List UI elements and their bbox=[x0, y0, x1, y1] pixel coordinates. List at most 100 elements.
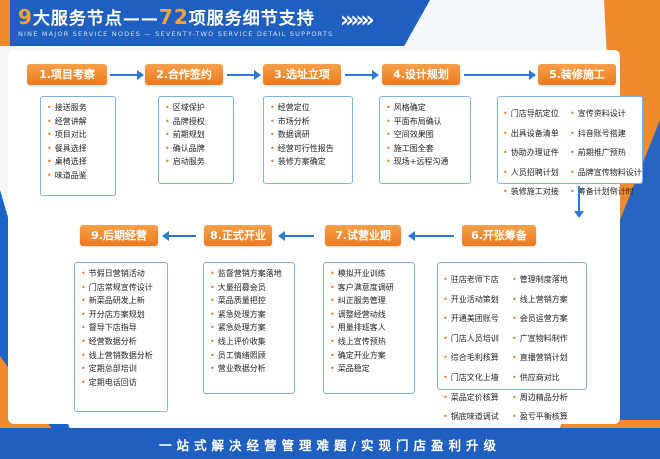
step-badge-4: 4.设计规划 bbox=[382, 64, 460, 85]
list-item: 综合毛利核算 bbox=[443, 351, 512, 365]
list-item: 出具设备清单 bbox=[503, 127, 570, 141]
list-item: 管理制度落地 bbox=[512, 273, 581, 287]
arrow-right-icon bbox=[464, 70, 536, 80]
title-part-2: 项服务细节支持 bbox=[188, 9, 315, 29]
list-item: 桌椅选择 bbox=[47, 155, 109, 169]
list-item: 确认品牌 bbox=[165, 142, 227, 156]
step-badge-2: 2.合作签约 bbox=[145, 64, 223, 85]
list-item: 督导下店指导 bbox=[81, 321, 161, 335]
list-item: 经营可行性报告 bbox=[270, 142, 346, 156]
list-item: 确定开业方案 bbox=[330, 349, 408, 363]
list-item: 广宣物料制作 bbox=[512, 332, 581, 346]
list-item: 员工情绪照顾 bbox=[210, 349, 288, 363]
step-7-box: 模拟开业训练 客户满意度调研 纠正服务管理 调整经营动线 用量排班客人 线上宣传… bbox=[323, 262, 415, 394]
list-item: 经营讲解 bbox=[47, 115, 109, 129]
header-bar bbox=[0, 0, 430, 46]
list-item: 抖音账号搭建 bbox=[570, 127, 637, 141]
list-item: 驻店老师下店 bbox=[443, 273, 512, 287]
list-item: 线上营销数据分析 bbox=[81, 349, 161, 363]
list-item: 菜品稳定 bbox=[330, 362, 408, 376]
list-item: 紧急处理方案 bbox=[210, 308, 288, 322]
list-item: 线上营销方案 bbox=[512, 293, 581, 307]
step-badge-7: 7.试营业期 bbox=[325, 225, 401, 246]
page-subtitle: NINE MAJOR SERVICE NODES — SEVENTY-TWO S… bbox=[18, 30, 334, 38]
list-item: 用量排班客人 bbox=[330, 321, 408, 335]
list-item: 空间效果图 bbox=[386, 128, 464, 142]
list-item: 定期电话回访 bbox=[81, 376, 161, 390]
list-item: 开分店方案规划 bbox=[81, 308, 161, 322]
list-item: 菜品质量把控 bbox=[210, 294, 288, 308]
list-item: 紧急处理方案 bbox=[210, 321, 288, 335]
arrow-right-icon bbox=[110, 70, 144, 80]
list-item: 前期推广预热 bbox=[570, 146, 637, 160]
list-item: 人员招聘计划 bbox=[503, 166, 570, 180]
list-item: 协助办理证件 bbox=[503, 146, 570, 160]
list-item: 区域保护 bbox=[165, 101, 227, 115]
list-item: 风格确定 bbox=[386, 101, 464, 115]
list-item: 盈亏平衡核算 bbox=[512, 410, 581, 424]
list-item: 会员运营方案 bbox=[512, 312, 581, 326]
list-item: 门店人员培训 bbox=[443, 332, 512, 346]
list-item: 新菜品研发上新 bbox=[81, 294, 161, 308]
list-item: 品牌授权 bbox=[165, 115, 227, 129]
footer-banner: 一站式解决经营管理难题/实现门店盈利升级 bbox=[0, 428, 660, 459]
step-2-box: 区域保护 品牌授权 前期规划 确认品牌 启动服务 bbox=[158, 96, 234, 184]
list-item: 门店导航定位 bbox=[503, 107, 570, 121]
list-item: 前期规划 bbox=[165, 128, 227, 142]
list-item: 经营定位 bbox=[270, 101, 346, 115]
chevron-right-icon: »»» bbox=[340, 8, 375, 33]
list-item: 味道品鉴 bbox=[47, 169, 109, 183]
title-part-1: 大服务节点—— bbox=[32, 9, 159, 29]
list-item: 模拟开业训练 bbox=[330, 267, 408, 281]
list-item: 宣传资料设计 bbox=[570, 107, 637, 121]
arrow-down-icon bbox=[574, 186, 584, 218]
arrow-left-icon bbox=[408, 231, 454, 241]
list-item: 菜品定价核算 bbox=[443, 391, 512, 405]
list-item: 开通美团账号 bbox=[443, 312, 512, 326]
list-item: 现场+远程沟通 bbox=[386, 155, 464, 169]
list-item: 数据调研 bbox=[270, 128, 346, 142]
list-item: 筹备计划倒计时 bbox=[570, 185, 637, 199]
page-title: 9大服务节点——72项服务细节支持 bbox=[18, 4, 315, 29]
arrow-right-icon bbox=[227, 70, 261, 80]
list-item: 接送服务 bbox=[47, 101, 109, 115]
list-item: 餐具选择 bbox=[47, 142, 109, 156]
step-badge-8: 8.正式开业 bbox=[204, 225, 272, 246]
arrow-left-icon bbox=[162, 231, 196, 241]
step-badge-1: 1.项目考察 bbox=[27, 64, 107, 85]
list-item: 线上宣传预热 bbox=[330, 335, 408, 349]
step-badge-5: 5.装修施工 bbox=[538, 64, 616, 85]
step-3-box: 经营定位 市场分析 数据调研 经营可行性报告 装修方案确定 bbox=[263, 96, 353, 184]
list-item: 项目对比 bbox=[47, 128, 109, 142]
title-number-nine: 9 bbox=[18, 5, 33, 29]
step-1-box: 接送服务 经营讲解 项目对比 餐具选择 桌椅选择 味道品鉴 bbox=[40, 96, 116, 196]
list-item: 直播营销计划 bbox=[512, 351, 581, 365]
list-item: 周边精品分析 bbox=[512, 391, 581, 405]
arrow-right-icon bbox=[345, 70, 379, 80]
list-item: 定期总部培训 bbox=[81, 362, 161, 376]
step-badge-9: 9.后期经营 bbox=[80, 225, 158, 246]
list-item: 线上评价收集 bbox=[210, 335, 288, 349]
list-item: 调整经营动线 bbox=[330, 308, 408, 322]
list-item: 品牌宣传物料设计 bbox=[570, 166, 642, 180]
list-item: 节假日营销活动 bbox=[81, 267, 161, 281]
list-item: 监督营销方案落地 bbox=[210, 267, 288, 281]
list-item: 装修方案确定 bbox=[270, 155, 346, 169]
list-item: 客户满意度调研 bbox=[330, 281, 408, 295]
step-8-box: 监督营销方案落地 大量招募会员 菜品质量把控 紧急处理方案 紧急处理方案 线上评… bbox=[203, 262, 295, 394]
step-5-box: 门店导航定位宣传资料设计 出具设备清单抖音账号搭建 协助办理证件前期推广预热 人… bbox=[497, 96, 643, 196]
step-6-box: 驻店老师下店管理制度落地 开业活动策划线上营销方案 开通美团账号会员运营方案 门… bbox=[437, 262, 587, 421]
footer-slogan: 一站式解决经营管理难题/实现门店盈利升级 bbox=[158, 438, 502, 453]
list-item: 市场分析 bbox=[270, 115, 346, 129]
list-item: 经营数据分析 bbox=[81, 335, 161, 349]
list-item: 营业数据分析 bbox=[210, 362, 288, 376]
list-item: 锅底味道调试 bbox=[443, 410, 512, 424]
step-badge-3: 3.选址立项 bbox=[263, 64, 341, 85]
step-4-box: 风格确定 平面布局确认 空间效果图 施工图全套 现场+远程沟通 bbox=[379, 96, 471, 184]
list-item: 开业活动策划 bbox=[443, 293, 512, 307]
list-item: 纠正服务管理 bbox=[330, 294, 408, 308]
header: 9大服务节点——72项服务细节支持 NINE MAJOR SERVICE NOD… bbox=[0, 0, 660, 46]
title-number-seventy-two: 72 bbox=[158, 5, 189, 29]
list-item: 装修施工对接 bbox=[503, 185, 570, 199]
list-item: 供应商对比 bbox=[512, 371, 581, 385]
